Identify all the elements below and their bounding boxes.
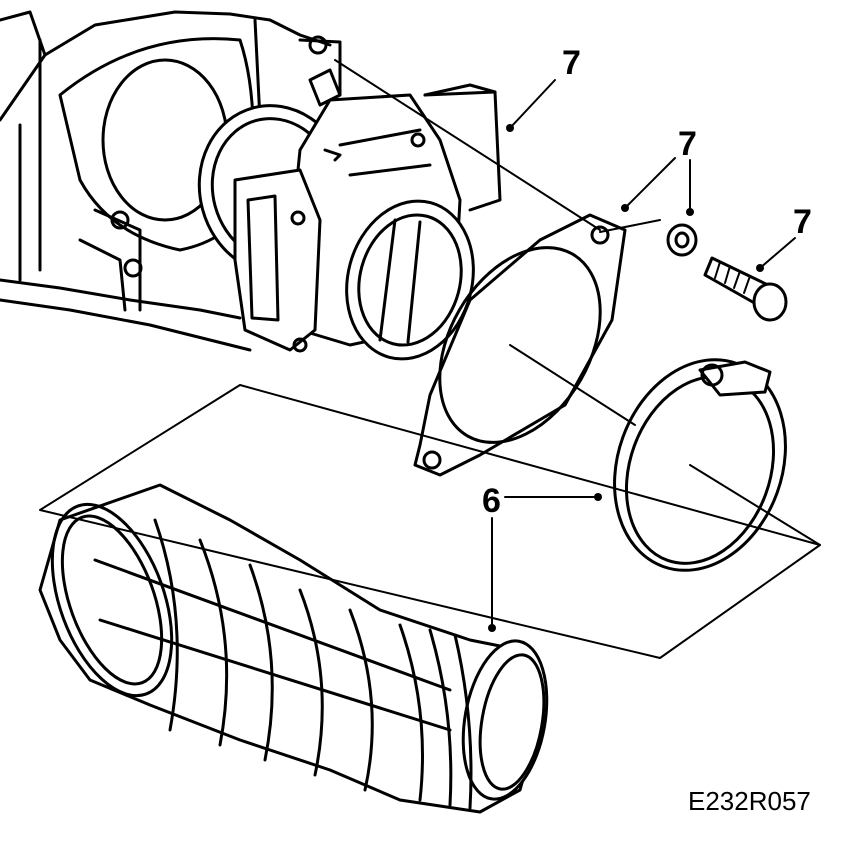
- callout-label-4: 6: [482, 482, 501, 520]
- callout-label-1: 7: [562, 44, 581, 82]
- leader-lines: [488, 79, 796, 632]
- hose-clamp: [613, 358, 787, 572]
- air-mass-meter: [197, 83, 502, 361]
- callout-label-3: 7: [793, 203, 812, 241]
- intake-hose: [38, 483, 549, 814]
- gasket: [413, 213, 627, 477]
- callout-label-2: 7: [678, 125, 697, 163]
- figure-id: E232R057: [688, 786, 811, 816]
- bolt: [703, 256, 788, 322]
- guide-lines: [39, 59, 821, 659]
- washer: [666, 223, 698, 257]
